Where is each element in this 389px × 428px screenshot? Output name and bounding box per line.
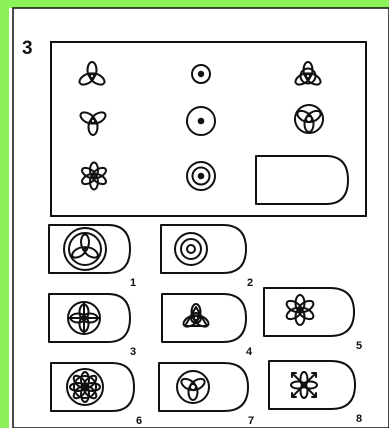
side-accent-strip <box>0 0 9 428</box>
option-3-shape <box>68 302 100 334</box>
option-label-2: 2 <box>247 277 253 289</box>
puzzle-number: 3 <box>22 38 33 59</box>
option-label-3: 3 <box>130 346 136 358</box>
top-accent-strip <box>0 0 389 8</box>
option-label-1: 1 <box>130 277 136 289</box>
option-label-4: 4 <box>246 346 253 358</box>
option-label-6: 6 <box>136 415 142 427</box>
option-label-8: 8 <box>356 413 362 425</box>
option-label-7: 7 <box>248 415 254 427</box>
option-label-5: 5 <box>356 340 362 352</box>
